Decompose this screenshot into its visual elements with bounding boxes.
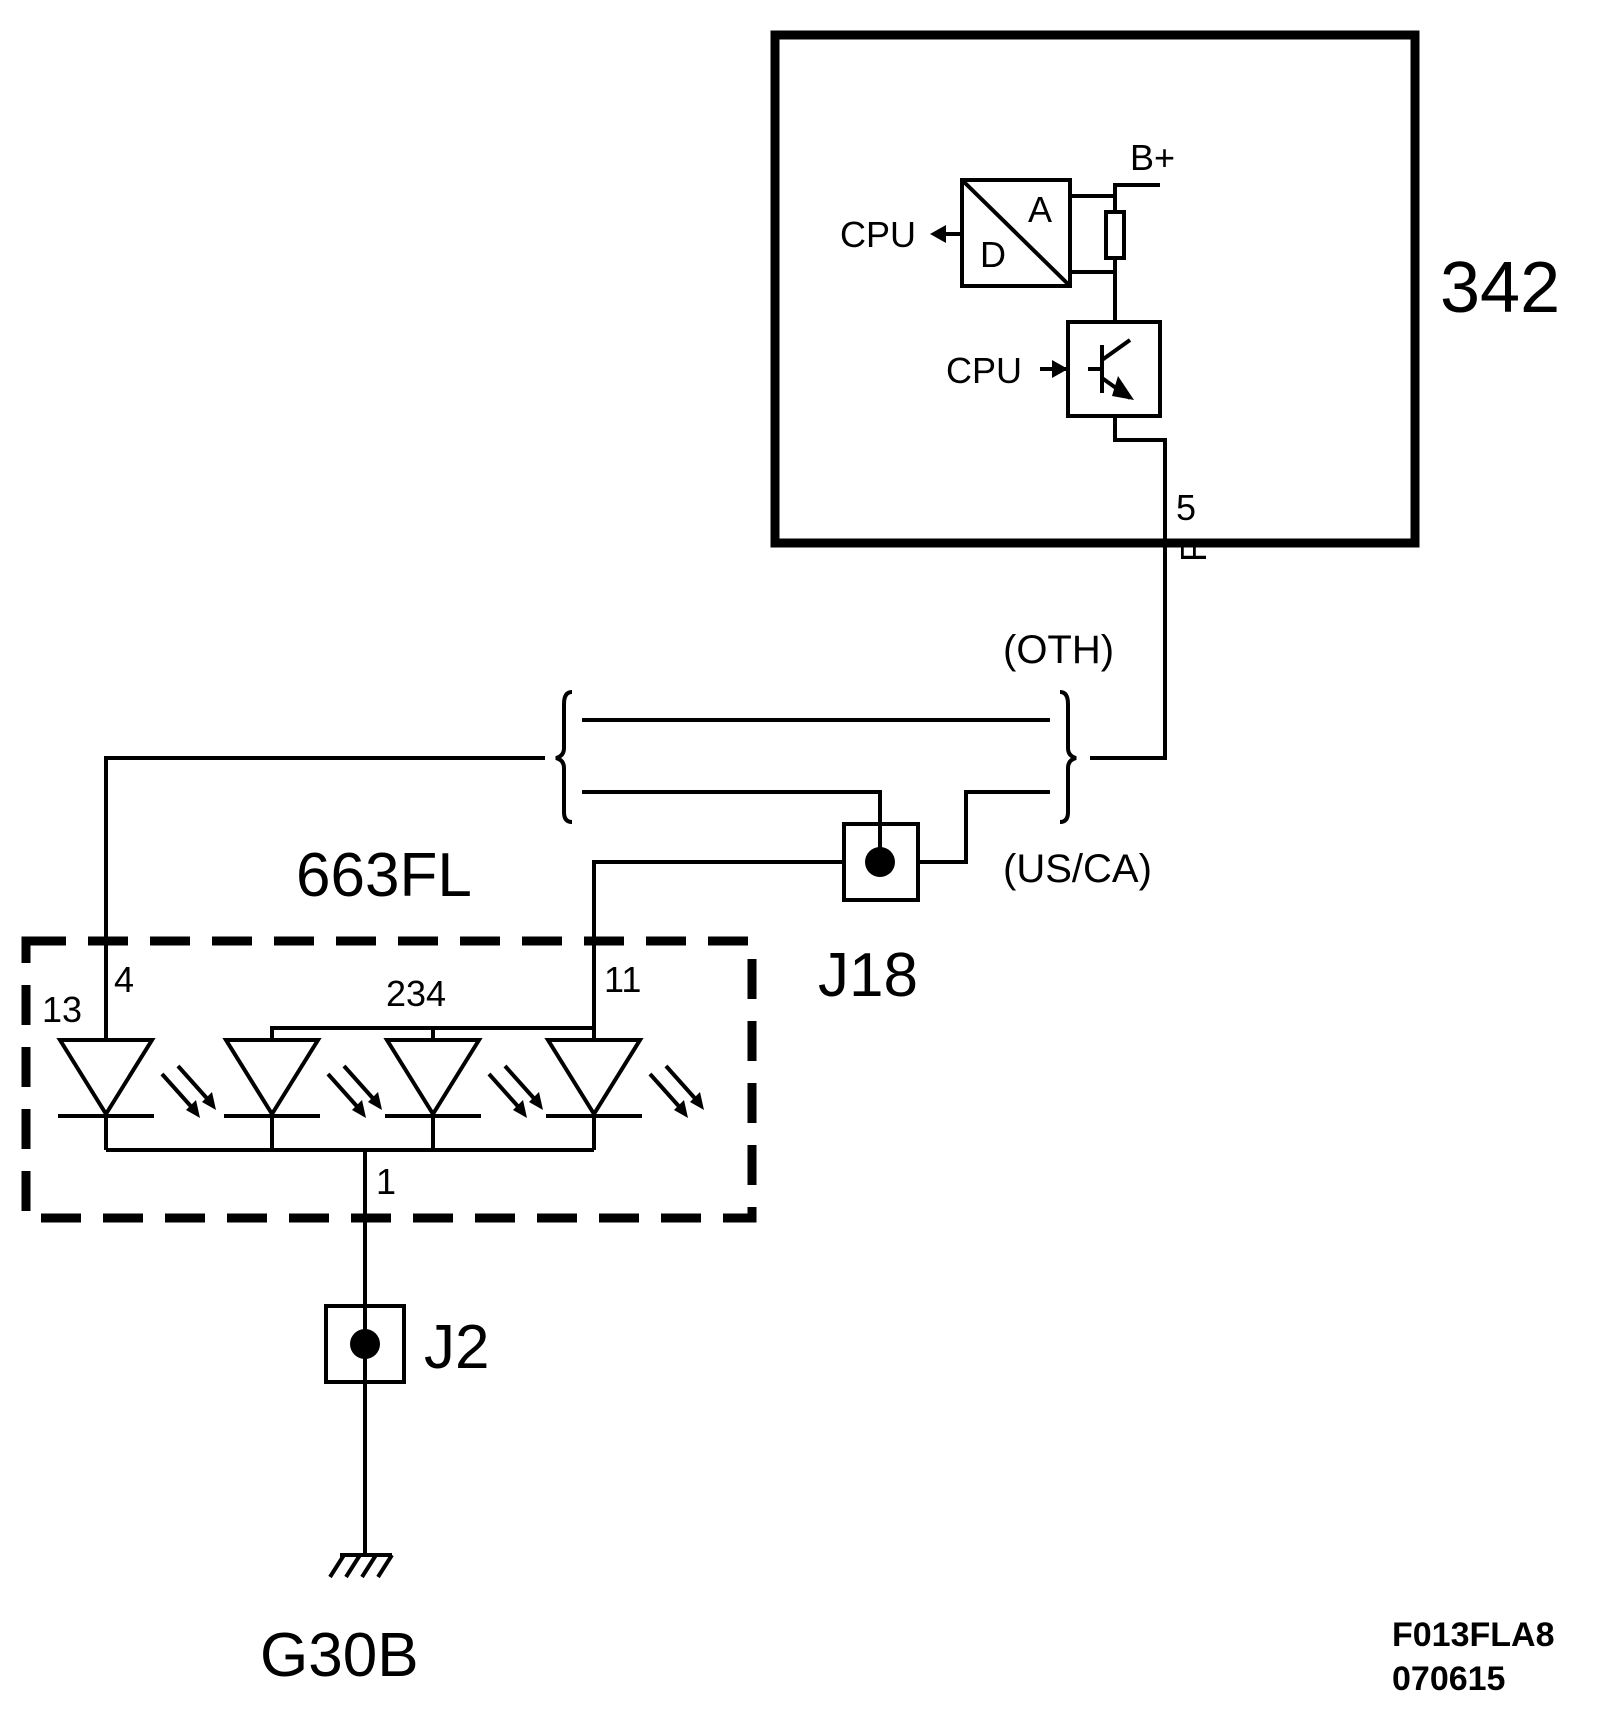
splice-j2-dot-icon: [350, 1329, 380, 1359]
splice-j2-box: [324, 1304, 406, 1384]
figure-code-line1: F013FLA8: [1392, 1616, 1555, 1654]
transistor-collector: [1100, 338, 1132, 362]
j18-to-pin11-wire: [592, 860, 844, 1035]
module-connector-f: F: [1173, 540, 1214, 562]
bplus-label: B+: [1130, 137, 1175, 178]
cpu-in-label: CPU: [946, 350, 1022, 391]
splice-j18-label: J18: [818, 941, 918, 1010]
led-pin-4: 4: [114, 959, 134, 1000]
led-label-13: 13: [42, 989, 82, 1030]
led-1-icon: [56, 1038, 156, 1118]
adc-label-d: D: [980, 234, 1006, 275]
module-342-box: [770, 30, 1420, 548]
led-4-light-arrows-icon: [648, 1064, 704, 1118]
right-brace-icon: [1059, 690, 1077, 824]
led-2-icon: [222, 1038, 322, 1118]
figure-code-line2: 070615: [1392, 1660, 1505, 1698]
led-unit-label: 663FL: [296, 841, 472, 910]
led-pin-11: 11: [604, 959, 641, 1000]
cpu-in-arrow-icon: [1052, 360, 1068, 378]
bplus-wire: [1113, 183, 1160, 212]
led-1-light-arrows-icon: [160, 1064, 216, 1118]
ground-symbol-icon: [328, 1553, 394, 1579]
module-342-label: 342: [1440, 248, 1560, 328]
led-pin-1: 1: [376, 1161, 396, 1202]
splice-j2-label: J2: [424, 1313, 489, 1382]
module-pin-5: 5: [1176, 487, 1196, 528]
resistor-icon: [1104, 210, 1126, 260]
led-2-light-arrows-icon: [326, 1064, 382, 1118]
transistor-output-wire: [1113, 416, 1167, 543]
cpu-out-label: CPU: [840, 214, 916, 255]
variant-usca-label: (US/CA): [1003, 847, 1152, 891]
led-pin4-feed-wire: [104, 756, 545, 1040]
variant-oth-label: (OTH): [1003, 628, 1114, 672]
cpu-out-arrow-icon: [930, 225, 946, 243]
adc-label-a: A: [1028, 189, 1052, 230]
led-4-icon: [544, 1038, 644, 1118]
variant-usca-wire-right: [918, 790, 1050, 864]
ground-g30b-label: G30B: [260, 1621, 419, 1690]
variant-usca-wire-left: [582, 790, 882, 862]
led-unit-dashed-box: [21, 936, 757, 1223]
transistor-box: [1066, 320, 1162, 418]
led-3-light-arrows-icon: [487, 1064, 543, 1118]
led-label-234: 234: [386, 973, 446, 1014]
splice-j18-dot-icon: [865, 847, 895, 877]
module-output-wire: [1090, 543, 1167, 760]
adc-diagonal: [960, 178, 1072, 288]
led-3-icon: [383, 1038, 483, 1118]
left-brace-icon: [555, 690, 573, 824]
transistor-emitter-arrow-icon: [1112, 376, 1134, 400]
